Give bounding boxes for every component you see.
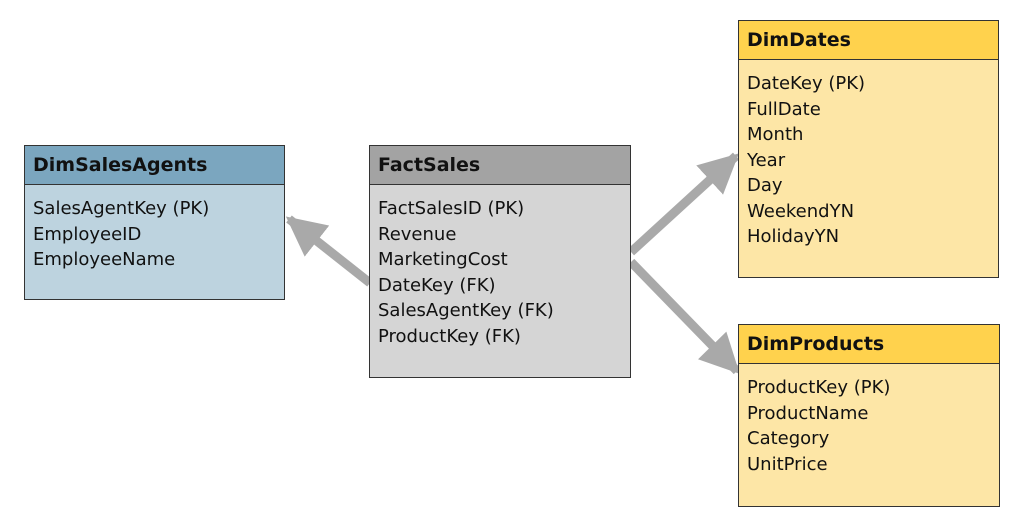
- arrow-factsales-to-dimproducts: [627, 258, 741, 375]
- field-item: Day: [747, 175, 783, 196]
- table-dimdates[interactable]: DimDates DateKey (PK) FullDate Month Yea…: [738, 20, 999, 278]
- field-item: EmployeeName: [33, 249, 176, 270]
- field-item: Category: [747, 428, 830, 449]
- field-item: Revenue: [378, 223, 457, 245]
- table-factsales[interactable]: FactSales FactSalesID (PK) Revenue Marke…: [369, 145, 631, 378]
- field-item: Month: [747, 124, 804, 145]
- field-item: SalesAgentKey (PK): [33, 198, 210, 219]
- arrow-factsales-to-dimsalesagents: [285, 215, 373, 287]
- field-item: Year: [747, 149, 786, 171]
- field-list-factsales: FactSalesID (PK) Revenue MarketingCost D…: [370, 185, 630, 349]
- table-dimproducts[interactable]: DimProducts ProductKey (PK) ProductName …: [738, 324, 1000, 507]
- field-item: ProductName: [747, 402, 869, 424]
- field-item: UnitPrice: [747, 453, 828, 475]
- field-item: MarketingCost: [378, 249, 508, 270]
- field-list-dimsalesagents: SalesAgentKey (PK) EmployeeID EmployeeNa…: [25, 185, 284, 273]
- field-item: FactSalesID (PK): [378, 198, 525, 219]
- field-item: DateKey (PK): [747, 73, 866, 94]
- arrow-factsales-to-dimdates: [627, 152, 740, 256]
- field-item: FullDate: [747, 98, 821, 120]
- table-header-dimsalesagents: DimSalesAgents: [25, 146, 284, 185]
- field-item: ProductKey (PK): [747, 377, 891, 398]
- field-list-dimdates: DateKey (PK) FullDate Month Year Day Wee…: [739, 60, 998, 250]
- field-item: SalesAgentKey (FK): [378, 300, 554, 321]
- table-header-dimdates: DimDates: [739, 21, 998, 60]
- table-dimsalesagents[interactable]: DimSalesAgents SalesAgentKey (PK) Employ…: [24, 145, 285, 300]
- table-header-dimproducts: DimProducts: [739, 325, 999, 364]
- field-item: WeekendYN: [747, 200, 855, 222]
- field-item: HolidayYN: [747, 226, 840, 247]
- table-header-factsales: FactSales: [370, 146, 630, 185]
- field-list-dimproducts: ProductKey (PK) ProductName Category Uni…: [739, 364, 999, 477]
- field-item: ProductKey (FK): [378, 325, 521, 347]
- field-item: EmployeeID: [33, 223, 142, 245]
- field-item: DateKey (FK): [378, 274, 496, 296]
